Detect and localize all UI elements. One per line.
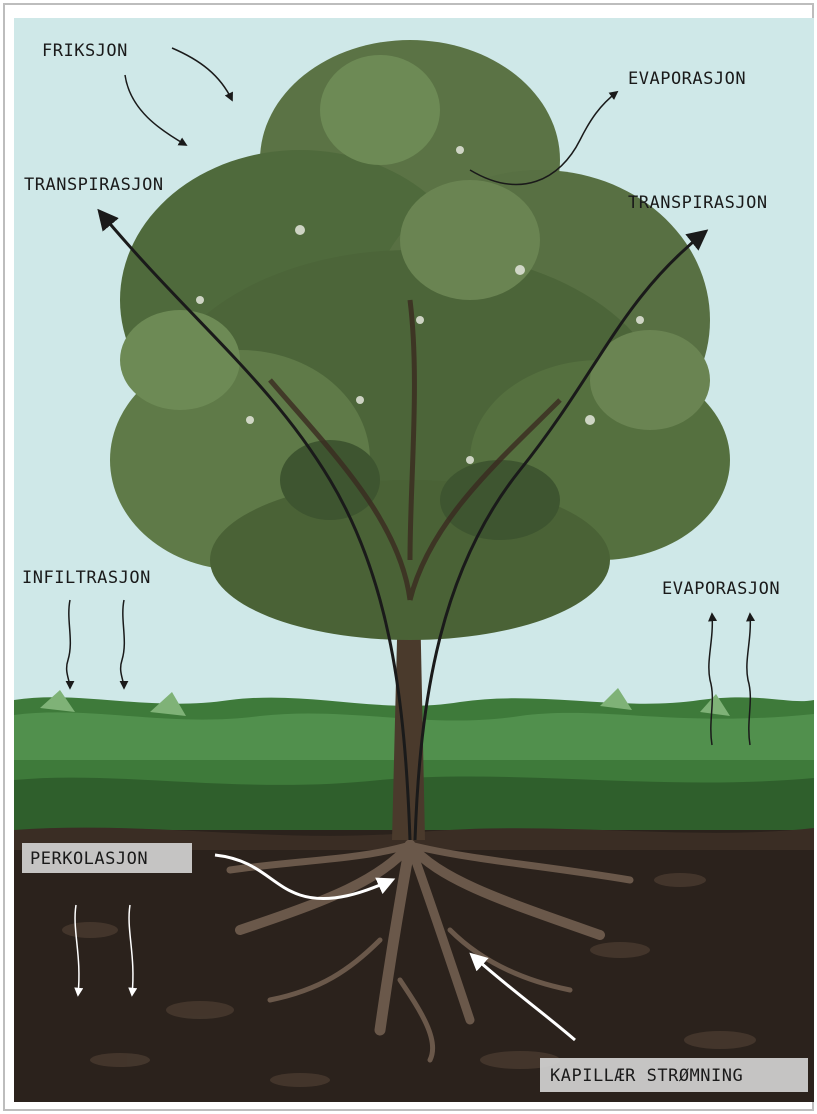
label-evaporation-ground: EVAPORASJON xyxy=(662,579,780,599)
label-transpiration-right: TRANSPIRASJON xyxy=(628,193,768,213)
label-percolation: PERKOLASJON xyxy=(30,849,148,869)
label-evaporation-top: EVAPORASJON xyxy=(628,69,746,89)
label-transpiration-left: TRANSPIRASJON xyxy=(24,175,164,195)
label-infiltration: INFILTRASJON xyxy=(22,568,151,588)
label-capillary-flow: KAPILLÆR STRØMNING xyxy=(550,1066,743,1086)
label-friction: FRIKSJON xyxy=(42,41,128,61)
